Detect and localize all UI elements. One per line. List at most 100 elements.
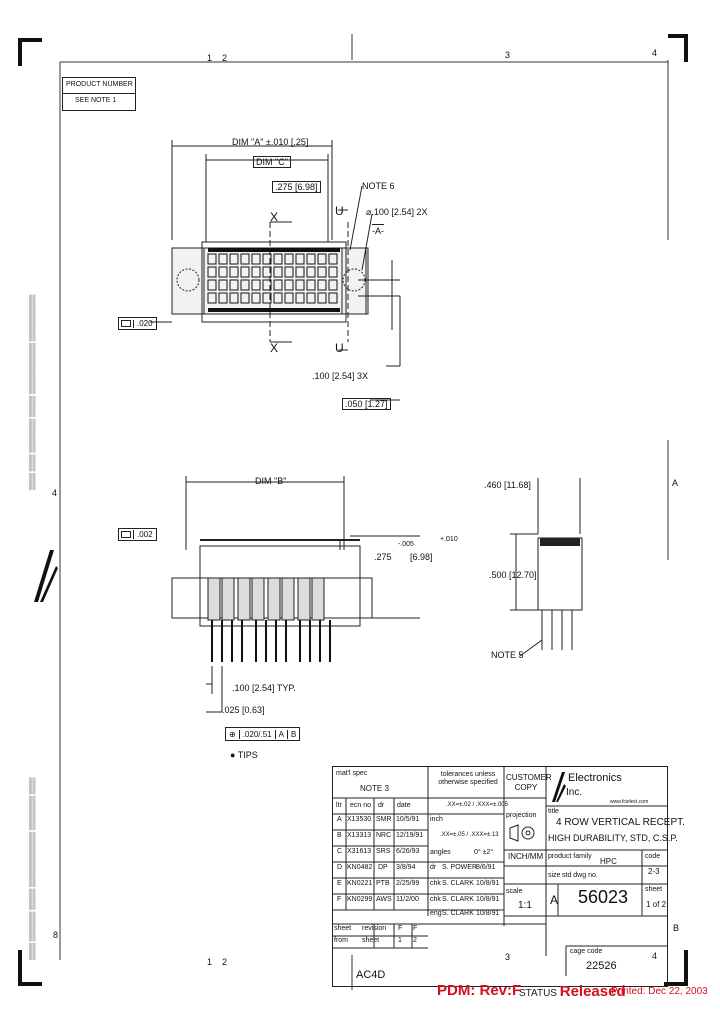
scale-value: 1:1	[518, 900, 532, 911]
zone-marker-bottom-3: 3	[505, 952, 511, 962]
sheet-rev-label: sheet	[334, 925, 352, 932]
signoff-date: 10/8/91	[476, 880, 500, 887]
position-tol-frame: ⊕ .020/.51 A B	[225, 727, 301, 741]
rev-row-ecn: KN0221	[347, 880, 373, 887]
rev-row-dr: PTB	[376, 880, 390, 887]
company-mark-icon	[552, 772, 566, 802]
rev-row-dr: SRS	[376, 848, 391, 855]
size-label: size	[548, 872, 561, 879]
flatness-symbol	[121, 320, 131, 327]
title-line-1: 4 ROW VERTICAL RECEPT.	[556, 817, 685, 828]
product-number-label: PRODUCT NUMBER	[66, 81, 133, 88]
company-name: Electronics	[568, 772, 622, 784]
signoff-role: eng	[430, 910, 442, 917]
side-height-label: .500 [12.70]	[489, 570, 537, 580]
rev-header-date: date	[397, 802, 411, 809]
rev-row-ltr: F	[337, 896, 342, 903]
product-family-value: HPC	[600, 857, 617, 866]
pin-pitch-label: .100 [2.54] TYP.	[232, 683, 296, 693]
projection-label: projection	[506, 812, 537, 819]
signoff-role: dr	[430, 864, 437, 871]
dim-b-label: DIM "B"	[255, 476, 287, 486]
printed-date: Printed: Dec 22, 2003	[611, 986, 708, 997]
flatness-frame-front: .002	[118, 528, 157, 541]
note5-label: NOTE 5	[491, 650, 524, 660]
rev-row-dr: DP	[378, 864, 388, 871]
dim-a-label: DIM "A" ±.010 [.25]	[232, 137, 309, 147]
zone-marker-bottom-1: 1	[207, 957, 213, 967]
matl-spec-note: NOTE 3	[360, 784, 389, 793]
contact-array	[208, 248, 340, 312]
top-view-drawing	[150, 140, 401, 401]
proprietary-notice-lower: ▒▒▒▒ ▒▒▒▒▒▒▒ ▒▒▒▒▒ ▒▒▒▒▒▒▒▒▒▒▒▒▒ ▒▒▒▒▒▒▒…	[30, 777, 36, 960]
zone-marker-right-bottom: B	[673, 923, 680, 933]
zone-marker-left-mid: 4	[52, 488, 58, 498]
rev-header-dr: dr	[378, 802, 385, 809]
rev-row-dr: NRC	[376, 832, 392, 839]
dim-c-label: DIM "C"	[253, 156, 291, 168]
hole-dia-label: ⌀.100 [2.54] 2X	[366, 207, 428, 217]
rev-row-ltr: E	[337, 880, 342, 887]
code-label: code	[645, 853, 661, 860]
datum-ref-a: A	[274, 729, 287, 739]
rev-row-ecn: KN0299	[347, 896, 373, 903]
pdm-revision: PDM: Rev:F	[437, 982, 522, 999]
cage-code-label: cage code	[570, 948, 603, 955]
zone-marker-left-bottom: 8	[53, 930, 59, 940]
section-u-bottom: U	[335, 341, 344, 355]
tolerances-header: tolerances unless otherwise specified	[438, 771, 498, 786]
sheet-rev-b: F	[413, 925, 418, 932]
drawing-number: 56023	[578, 887, 629, 907]
product-number-value: SEE NOTE 1	[75, 97, 117, 104]
from-sheet-col: sheet	[362, 937, 380, 944]
flatness-frame-top: .020	[118, 317, 157, 330]
signoff-name: S. POWER	[442, 864, 478, 871]
rev-row-date: 10/5/91	[396, 816, 420, 823]
rev-row-date: 12/19/91	[396, 832, 424, 839]
rev-header-ltr: ltr	[336, 802, 342, 809]
height-tol-plus: +.010	[440, 536, 458, 543]
signoff-date: 10/8/91	[476, 896, 500, 903]
rev-row-ltr: D	[337, 864, 343, 871]
height-label: .275	[374, 552, 392, 562]
rev-row-ecn: X13313	[347, 832, 372, 839]
customer-copy-label: CUSTOMER COPY	[506, 773, 552, 792]
side-view-drawing	[510, 478, 583, 657]
inch-tolerance: .XX=±.02 / .XXX=±.005	[446, 802, 508, 808]
dim-275-label: .275 [6.98]	[272, 181, 321, 193]
section-x-bottom: X	[270, 341, 279, 355]
signoff-role: chk	[430, 880, 441, 887]
signoff-date: 10/8/91	[476, 910, 500, 917]
title-label: title	[548, 808, 559, 815]
tips-bullet-icon: ●	[230, 750, 236, 760]
zone-marker-top-2: 2	[222, 53, 228, 63]
pitch-050-label: .050 [1.27]	[342, 398, 391, 410]
rev-row-date: 2/25/99	[396, 880, 420, 887]
signoff-name: S. CLARK	[442, 910, 474, 917]
datum-a-label: -A-	[372, 224, 384, 236]
signoff-date: 8/6/91	[476, 864, 496, 871]
sheet-label: sheet	[645, 886, 663, 893]
signoff-role: chk	[430, 896, 441, 903]
status-indicator: STATUS Released	[519, 983, 626, 1000]
sheet-rev-col: revision	[362, 925, 387, 932]
from-sheet-a: 1	[398, 937, 402, 944]
flatness-symbol-front	[121, 531, 131, 538]
zone-marker-right-mid: A	[672, 478, 679, 488]
inch-label: inch	[430, 816, 443, 823]
front-view-drawing	[171, 476, 420, 713]
flatness-value-front: .002	[133, 530, 156, 539]
section-x-top: X	[270, 210, 279, 224]
signoff-name: S. CLARK	[442, 896, 474, 903]
company-logo	[34, 550, 58, 602]
rev-row-date: 3/8/94	[396, 864, 416, 871]
status-value: Released	[559, 983, 626, 1000]
zone-marker-bottom-4: 4	[652, 951, 658, 961]
zone-marker-bottom-2: 2	[222, 957, 228, 967]
std-dwg-label: std dwg no.	[562, 872, 598, 879]
acad-label: AC4D	[356, 969, 386, 981]
datum-ref-b: B	[286, 729, 299, 739]
scale-label: scale	[506, 888, 523, 895]
signoff-name: S. CLARK	[442, 880, 474, 887]
